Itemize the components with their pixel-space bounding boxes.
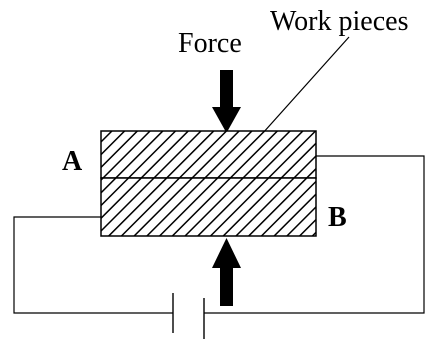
right-circuit-wire (204, 155, 425, 314)
work-pieces-label: Work pieces (270, 6, 408, 37)
lower-work-piece (100, 177, 317, 237)
piece-b-label: B (328, 202, 347, 233)
piece-a-label: A (62, 146, 83, 177)
battery-icon (172, 293, 205, 339)
upper-work-piece (100, 130, 317, 179)
left-circuit-wire (13, 216, 173, 314)
top-force-arrow-icon (212, 70, 241, 133)
force-label: Force (178, 28, 242, 59)
bottom-force-arrow-icon (212, 238, 241, 306)
